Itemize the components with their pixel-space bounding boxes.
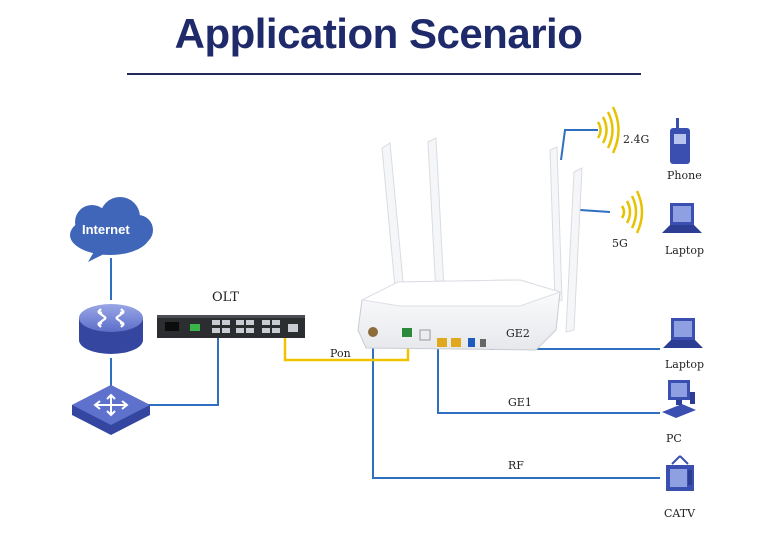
wifi-24g-label: 2.4G	[623, 133, 650, 146]
ont-router	[357, 137, 583, 351]
page-title: Application Scenario	[174, 10, 583, 57]
pon-label: Pon	[330, 347, 351, 360]
laptop-wired-icon	[663, 318, 703, 348]
phone-label: Phone	[667, 169, 702, 182]
olt-label: OLT	[212, 290, 239, 305]
antenna-5g-feed	[579, 209, 611, 213]
phone-icon	[670, 118, 690, 164]
switch-icon	[72, 385, 150, 435]
laptop-wifi-label: Laptop	[665, 244, 704, 257]
wifi-waves-5g-icon	[620, 190, 644, 234]
ge1-cable	[437, 346, 660, 414]
pc-icon	[662, 380, 696, 418]
title-underline	[127, 73, 641, 75]
ge2-label: GE2	[506, 327, 530, 340]
wifi-waves-2g-icon	[596, 106, 620, 154]
switch-to-olt-cable	[148, 338, 219, 406]
internet-label: Internet	[82, 222, 130, 237]
wifi-5g-label: 5G	[612, 237, 628, 250]
rf-cable	[372, 340, 660, 479]
pc-label: PC	[666, 432, 682, 445]
olt-chassis	[157, 315, 305, 338]
laptop-wired-label: Laptop	[665, 358, 704, 371]
laptop-wifi-icon	[662, 203, 702, 233]
antenna-2g-feed	[560, 129, 598, 161]
rf-label: RF	[508, 459, 524, 472]
cloud-icon	[70, 197, 153, 262]
catv-icon	[666, 455, 694, 491]
router-icon	[79, 304, 143, 354]
pon-fiber	[283, 338, 410, 362]
catv-label: CATV	[664, 507, 696, 520]
ge1-label: GE1	[508, 396, 532, 409]
